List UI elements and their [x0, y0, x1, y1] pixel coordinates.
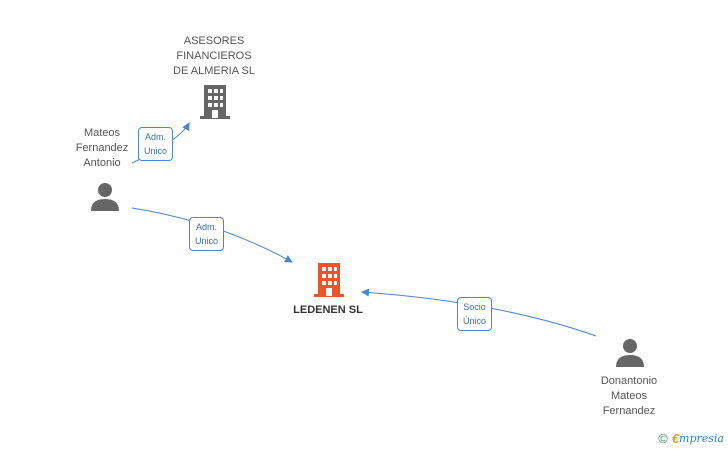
edge-label-socio-unico: Socio Único: [457, 297, 493, 331]
building-icon[interactable]: [199, 84, 231, 120]
building-icon[interactable]: [313, 262, 345, 298]
brand-footer: © € mpresia: [658, 431, 724, 446]
copyright-icon: ©: [658, 431, 668, 446]
person-name-mateos[interactable]: Mateos Fernandez Antonio: [75, 127, 129, 169]
company-name-ledenen[interactable]: LEDENEN SL: [293, 304, 363, 316]
person-icon[interactable]: [90, 182, 120, 212]
person-icon[interactable]: [615, 338, 645, 368]
brand-logo-text: mpresia: [679, 432, 724, 445]
company-name-asesores[interactable]: ASESORES FINANCIEROS DE ALMERIA SL: [173, 35, 255, 77]
brand-logo-initial: €: [671, 431, 680, 446]
person-name-donantonio[interactable]: Donantonio Mateos Fernandez: [600, 375, 658, 417]
edge-label-adm-unico-ledenen: Adm. Unico: [189, 217, 225, 251]
edge-label-adm-unico-asesores: Adm. Unico: [138, 127, 174, 161]
